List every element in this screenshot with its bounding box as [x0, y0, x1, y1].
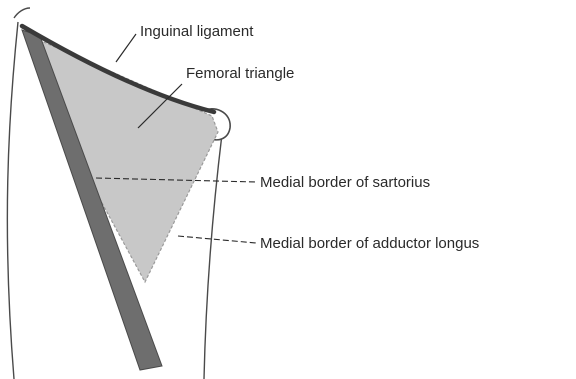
femoral-triangle-label: Femoral triangle	[186, 65, 294, 82]
adductor-border-label: Medial border of adductor longus	[260, 235, 479, 252]
sartorius-border-label: Medial border of sartorius	[260, 174, 430, 191]
inguinal-ligament-label: Inguinal ligament	[140, 23, 254, 40]
